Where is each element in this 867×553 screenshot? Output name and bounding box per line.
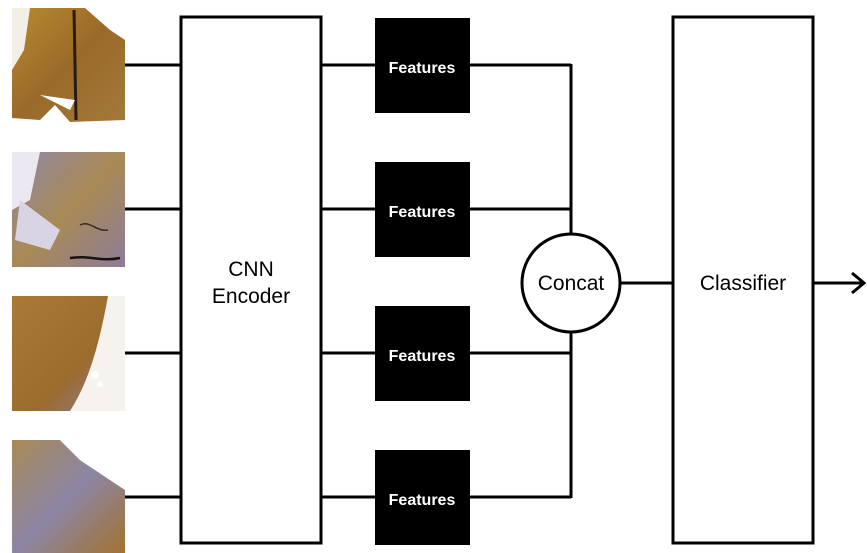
tissue-patch-4	[12, 440, 125, 553]
feature-box-3: Features	[375, 306, 470, 401]
cnn-encoder-box: CNN Encoder	[179, 15, 323, 545]
tissue-patch-2	[12, 152, 125, 267]
feature-box-1: Features	[375, 18, 470, 113]
concat-node: Concat	[520, 232, 622, 334]
input-connectors	[125, 63, 181, 499]
feature-box-2: Features	[375, 162, 470, 257]
feature-box-4: Features	[375, 450, 470, 545]
classifier-box: Classifier	[671, 15, 815, 545]
tissue-patch-3	[12, 296, 125, 411]
features-to-concat-connectors	[470, 63, 573, 499]
output-arrow-icon	[813, 271, 867, 295]
feature-label: Features	[389, 60, 456, 77]
encoder-label-line1: CNN	[228, 258, 274, 281]
feature-label: Features	[389, 348, 456, 365]
encoder-to-features-connectors	[321, 63, 375, 499]
concat-label: Concat	[538, 272, 605, 295]
encoder-label-line2: Encoder	[212, 285, 290, 308]
tissue-patch-1	[12, 8, 125, 122]
feature-label: Features	[389, 492, 456, 509]
classifier-label: Classifier	[700, 272, 786, 295]
feature-label: Features	[389, 204, 456, 221]
